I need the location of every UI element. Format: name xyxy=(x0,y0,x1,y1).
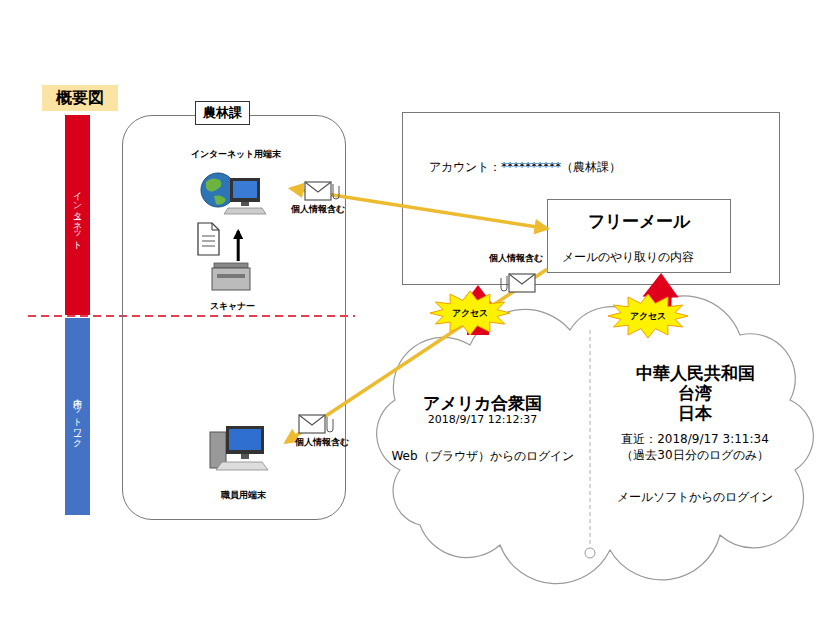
network-boundary-line xyxy=(28,315,355,317)
band-label: 庁内ネットワーク xyxy=(71,392,84,442)
access-burst xyxy=(608,294,688,338)
paperclip xyxy=(333,184,339,199)
access-label: アクセス xyxy=(630,310,666,323)
access-burst xyxy=(430,291,510,335)
mail-label: 個人情報含む xyxy=(291,203,345,216)
cloud-knob xyxy=(585,548,595,558)
account-label: アカウント：**********（農林課） xyxy=(429,159,621,176)
monitor-frame xyxy=(226,426,264,454)
mail-envelope xyxy=(299,415,333,433)
monitor-frame xyxy=(230,178,260,202)
globe-land xyxy=(214,196,226,205)
document-fold xyxy=(212,223,219,230)
scanner-icon xyxy=(212,263,250,290)
envelope-body xyxy=(509,274,535,292)
network-band: インターネット xyxy=(65,115,90,315)
login-note: （過去30日分のログのみ） xyxy=(595,447,795,463)
scanner-label: スキャナー xyxy=(210,300,255,313)
globe-land xyxy=(206,178,221,191)
data-flow-arrow xyxy=(286,269,547,442)
scan-arrow xyxy=(237,231,240,261)
network-band: 庁内ネットワーク xyxy=(65,318,90,515)
mail-label: 個人情報含む xyxy=(295,436,349,449)
staff-terminal-icon xyxy=(210,426,268,470)
country-name: 中華人民共和国 xyxy=(595,363,795,383)
mail-label: 個人情報含む xyxy=(489,252,543,265)
envelope-flap xyxy=(509,274,535,284)
terminal-label: インターネット用端末 xyxy=(181,148,291,161)
mail-envelope xyxy=(305,182,339,200)
envelope-flap xyxy=(305,182,331,192)
country-name: 日本 xyxy=(595,403,795,423)
scanner-lid xyxy=(214,263,248,268)
login-method: メールソフトからのログイン xyxy=(595,489,795,505)
monitor-stand xyxy=(241,454,249,459)
keyboard xyxy=(224,208,266,214)
envelope-body xyxy=(299,415,325,433)
department-box: 農林課インターネット用端末スキャナー職員用端末 xyxy=(122,115,346,520)
document-line xyxy=(202,241,215,242)
diagram-title: 概要図 xyxy=(42,85,118,111)
box-heading: フリーメール xyxy=(548,210,730,233)
keyboard xyxy=(216,462,268,470)
freemail-box: フリーメールメールのやり取りの内容 xyxy=(547,199,731,273)
region-node: アメリカ合衆国2018/9/17 12:12:37Web（ブラウザ）からのログイ… xyxy=(380,335,585,480)
country-name: アメリカ合衆国 xyxy=(380,393,585,413)
department-heading: 農林課 xyxy=(195,101,250,125)
paperclip xyxy=(501,276,507,291)
account-box: アカウント：**********（農林課） フリーメールメールのやり取りの内容 xyxy=(402,112,780,285)
mail-envelope xyxy=(501,274,535,292)
document-icon xyxy=(198,223,219,255)
globe xyxy=(201,173,235,207)
internet-terminal-icon xyxy=(201,173,266,214)
band-label: インターネット xyxy=(71,185,84,245)
document-line xyxy=(202,236,215,237)
document-line xyxy=(202,246,215,247)
box-body: メールのやり取りの内容 xyxy=(562,249,730,266)
monitor-screen xyxy=(233,181,257,198)
login-time: 直近：2018/9/17 3:11:34 xyxy=(595,431,795,447)
cloud-divider xyxy=(590,330,591,546)
envelope-body xyxy=(305,182,331,200)
region-node: 中華人民共和国台湾日本直近：2018/9/17 3:11:34（過去30日分のロ… xyxy=(595,325,795,510)
scanner-body xyxy=(212,268,250,290)
document-page xyxy=(198,223,219,255)
terminal-label: 職員用端末 xyxy=(221,489,266,502)
paperclip xyxy=(327,417,333,432)
envelope-flap xyxy=(299,415,325,425)
login-method: Web（ブラウザ）からのログイン xyxy=(380,449,585,464)
access-label: アクセス xyxy=(452,307,488,320)
monitor-screen xyxy=(229,429,261,450)
scanner-slot xyxy=(217,274,245,278)
country-name: 台湾 xyxy=(595,383,795,403)
login-time: 2018/9/17 12:12:37 xyxy=(380,413,585,427)
monitor-stand xyxy=(241,202,249,206)
